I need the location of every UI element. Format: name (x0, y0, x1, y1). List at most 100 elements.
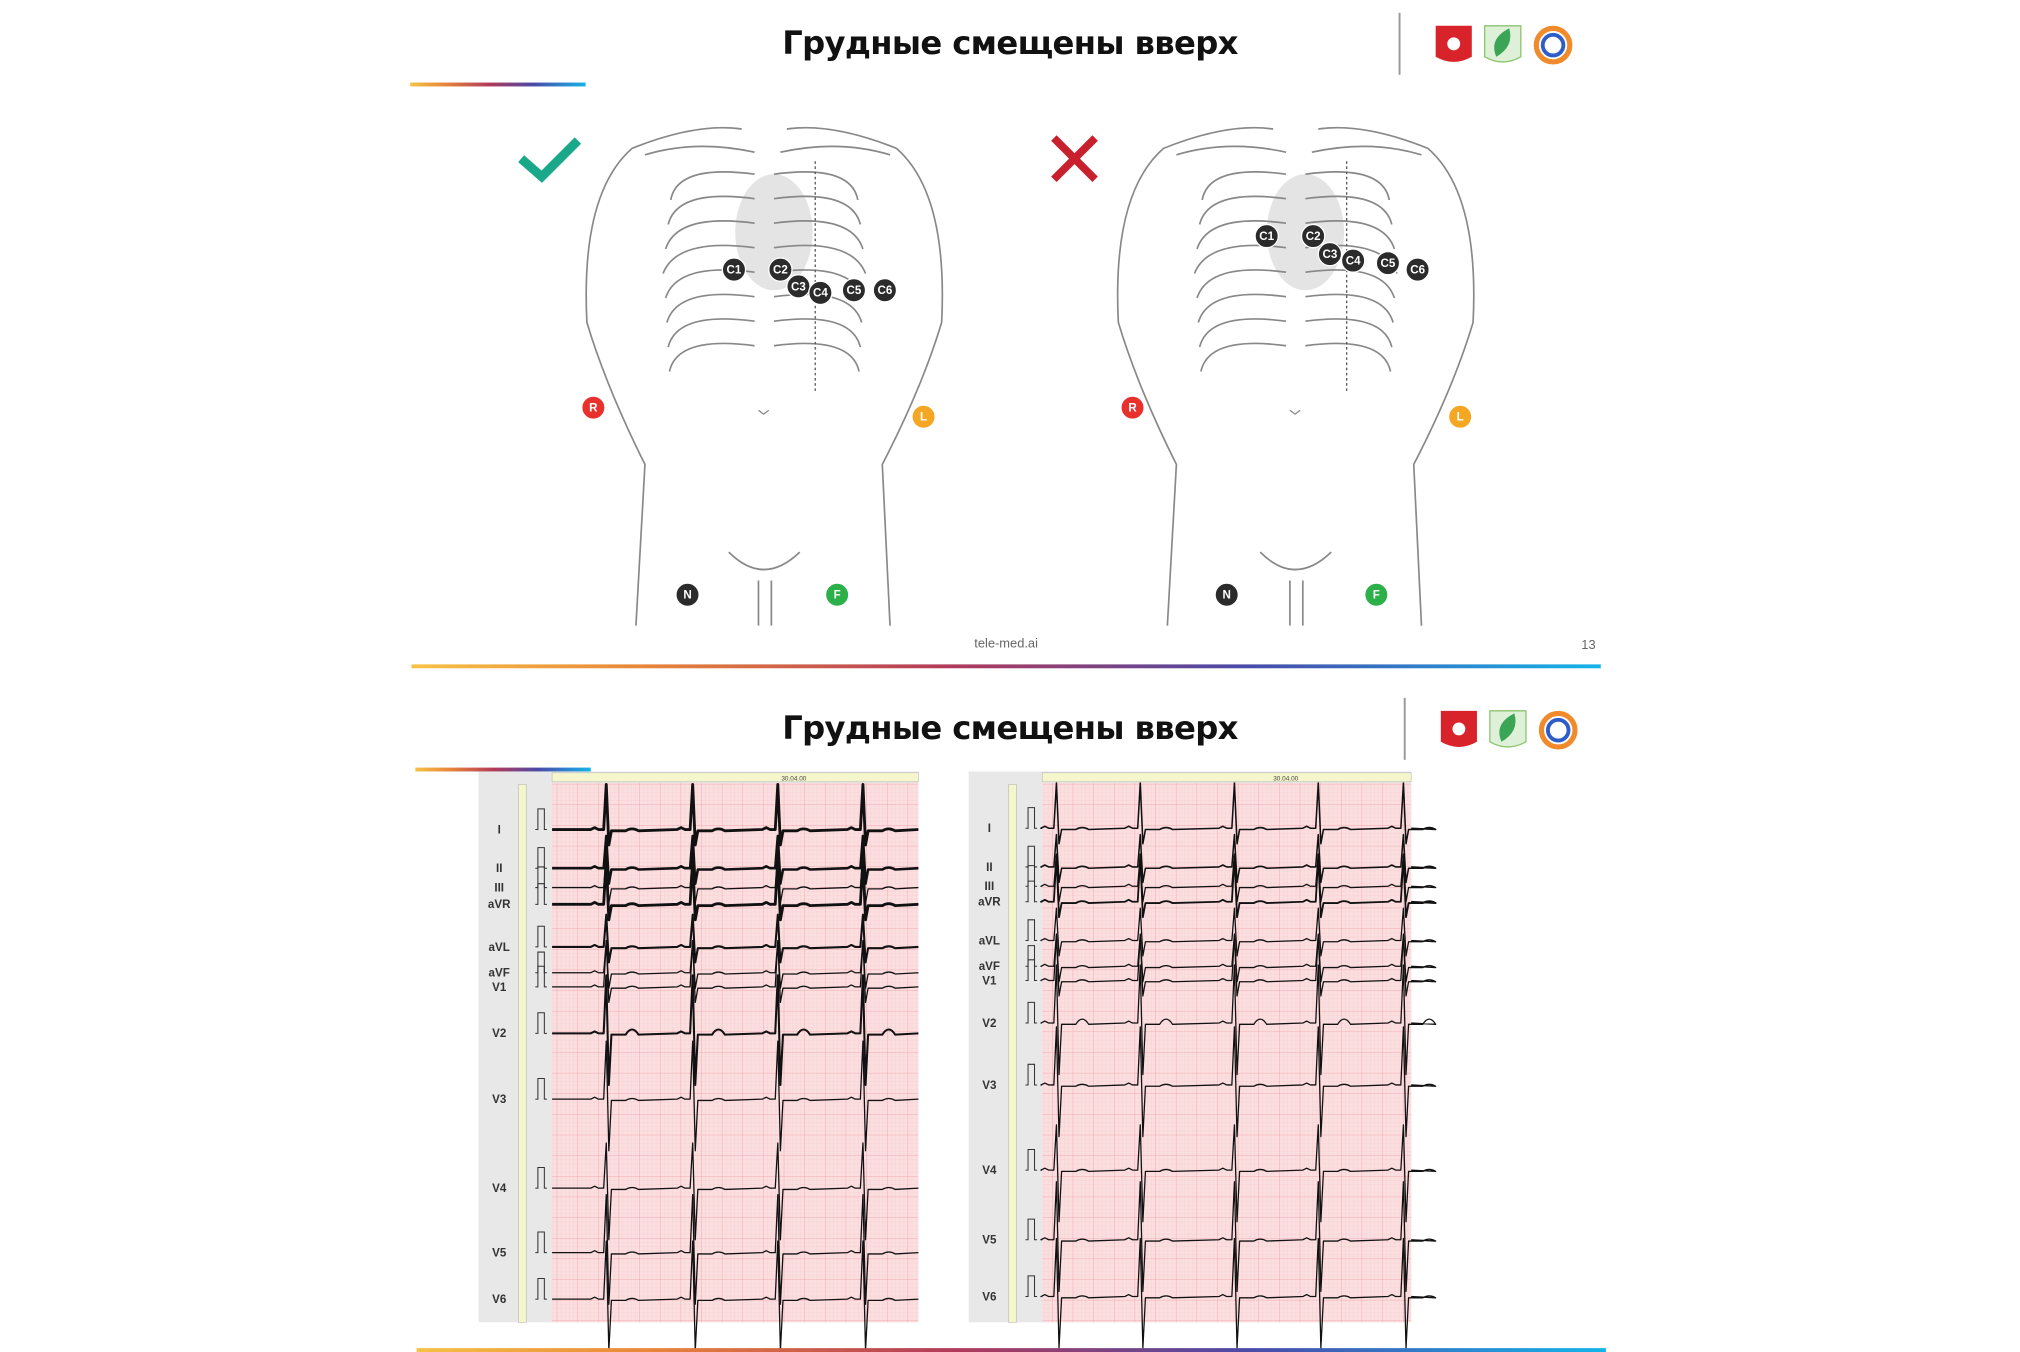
ecg-trace-v3 (1040, 1026, 1437, 1138)
lead-label-v4: V4 (492, 1182, 507, 1195)
lead-label-v5: V5 (982, 1234, 997, 1247)
electrode-c3: C3 (786, 274, 811, 299)
lead-label-avr: aVR (488, 898, 511, 911)
electrode-c6: C6 (1405, 257, 1430, 282)
electrode-l: L (911, 404, 936, 429)
rib (668, 342, 755, 372)
ecg-trace-avl (1040, 907, 1437, 957)
calibration-pulse (1025, 880, 1038, 903)
rib (773, 318, 862, 348)
ecg-trace-v3 (552, 1040, 919, 1152)
rib (1305, 171, 1391, 201)
ecg-trace-iii (1040, 853, 1437, 903)
rib (667, 195, 755, 225)
electrode-label: R (589, 402, 598, 415)
ecg-trace-v4 (1040, 1124, 1437, 1223)
logos (1435, 25, 1573, 65)
ecg-trace-avr (1040, 855, 1437, 919)
calibration-pulse (1025, 919, 1038, 941)
title-underline (415, 767, 591, 772)
slide-title: Грудные смещены вверх (782, 24, 1238, 62)
electrode-label: C2 (1306, 230, 1321, 243)
footer-site: tele-med.ai (974, 636, 1038, 651)
electrode-c6: C6 (872, 278, 898, 303)
calibration-pulse (535, 883, 547, 905)
page-number: 13 (1581, 637, 1595, 652)
ecg-timestamp: 30.04.00 (781, 775, 806, 782)
ecg-trace-v2 (1040, 964, 1437, 1076)
calibration-pulse (1025, 807, 1038, 829)
lead-label-v2: V2 (982, 1017, 996, 1030)
electrode-label: N (1223, 589, 1231, 602)
telemed-ring-logo-icon (1538, 710, 1578, 750)
lead-label-i: I (498, 823, 501, 836)
ecg-trace-v5 (552, 1193, 919, 1305)
lead-label-ii: II (496, 862, 502, 875)
slide-2: Грудные смещены вверх 30.04.00IIIIIIaVRa… (415, 697, 1606, 1352)
rib (1198, 318, 1287, 348)
lead-label-i: I (988, 822, 991, 835)
electrode-l: L (1447, 404, 1473, 429)
electrode-label: C1 (1259, 230, 1274, 243)
title-underline (410, 82, 586, 87)
lead-label-avr: aVR (978, 896, 1001, 909)
electrode-label: C1 (727, 263, 742, 276)
rib (1305, 318, 1393, 348)
calibration-pulse (535, 1167, 547, 1189)
electrode-n: N (1214, 582, 1239, 607)
slide-title: Грудные смещены вверх (782, 709, 1238, 747)
calibration-pulse (535, 925, 547, 948)
rib (1196, 220, 1287, 250)
navel (1289, 409, 1301, 415)
calibration-pulse (1025, 1275, 1038, 1298)
lead-label-iii: III (494, 881, 504, 894)
electrode-c5: C5 (1375, 250, 1401, 276)
rib (1305, 293, 1394, 323)
ecg-trace-avf (1040, 933, 1437, 983)
electrode-label: C4 (1346, 254, 1361, 267)
lead-label-v3: V3 (982, 1079, 997, 1092)
rib (773, 195, 862, 225)
telemed-ring-logo-icon (1533, 25, 1573, 65)
rib (1201, 171, 1287, 201)
electrode-label: C6 (877, 284, 892, 297)
calibration-pulse (535, 808, 547, 831)
ecg-time-ruler (1041, 772, 1412, 783)
ecg-trace-ii (552, 834, 919, 885)
ecg-trace-v4 (552, 1142, 919, 1241)
rib (773, 244, 867, 274)
electrode-c2: C2 (1300, 223, 1326, 249)
electrode-c1: C1 (721, 257, 747, 282)
rib (1305, 220, 1396, 250)
navel (758, 409, 770, 415)
electrode-label: C2 (773, 263, 788, 276)
lead-label-v6: V6 (982, 1290, 997, 1303)
calibration-pulse (1025, 1218, 1038, 1241)
lead-label-avl: aVL (979, 934, 1000, 947)
electrode-label: R (1128, 402, 1137, 415)
ecg-trace-v1 (552, 941, 919, 1004)
calibration-pulse (535, 1277, 547, 1300)
electrode-c3: C3 (1317, 241, 1343, 267)
electrode-label: C3 (791, 280, 806, 293)
body-outline (585, 126, 944, 626)
calibration-pulse (535, 1012, 547, 1034)
ecg-trace-v2 (552, 974, 919, 1086)
rib (1305, 195, 1393, 225)
rib (1196, 269, 1287, 299)
lead-label-iii: III (985, 880, 995, 893)
calibration-pulse (535, 965, 547, 988)
slide-bottom-rule (411, 664, 1601, 669)
rib (667, 318, 755, 348)
ecg-trace-v1 (1040, 934, 1437, 997)
rib (773, 171, 859, 201)
electrode-label: C4 (813, 287, 828, 300)
electrode-label: C5 (1381, 257, 1396, 270)
rib (1305, 269, 1396, 299)
rib (1197, 293, 1287, 323)
rib (1198, 195, 1287, 225)
health-dept-emblem-icon (1489, 710, 1527, 748)
electrode-label: L (1457, 411, 1464, 424)
lead-label-v5: V5 (492, 1247, 507, 1260)
